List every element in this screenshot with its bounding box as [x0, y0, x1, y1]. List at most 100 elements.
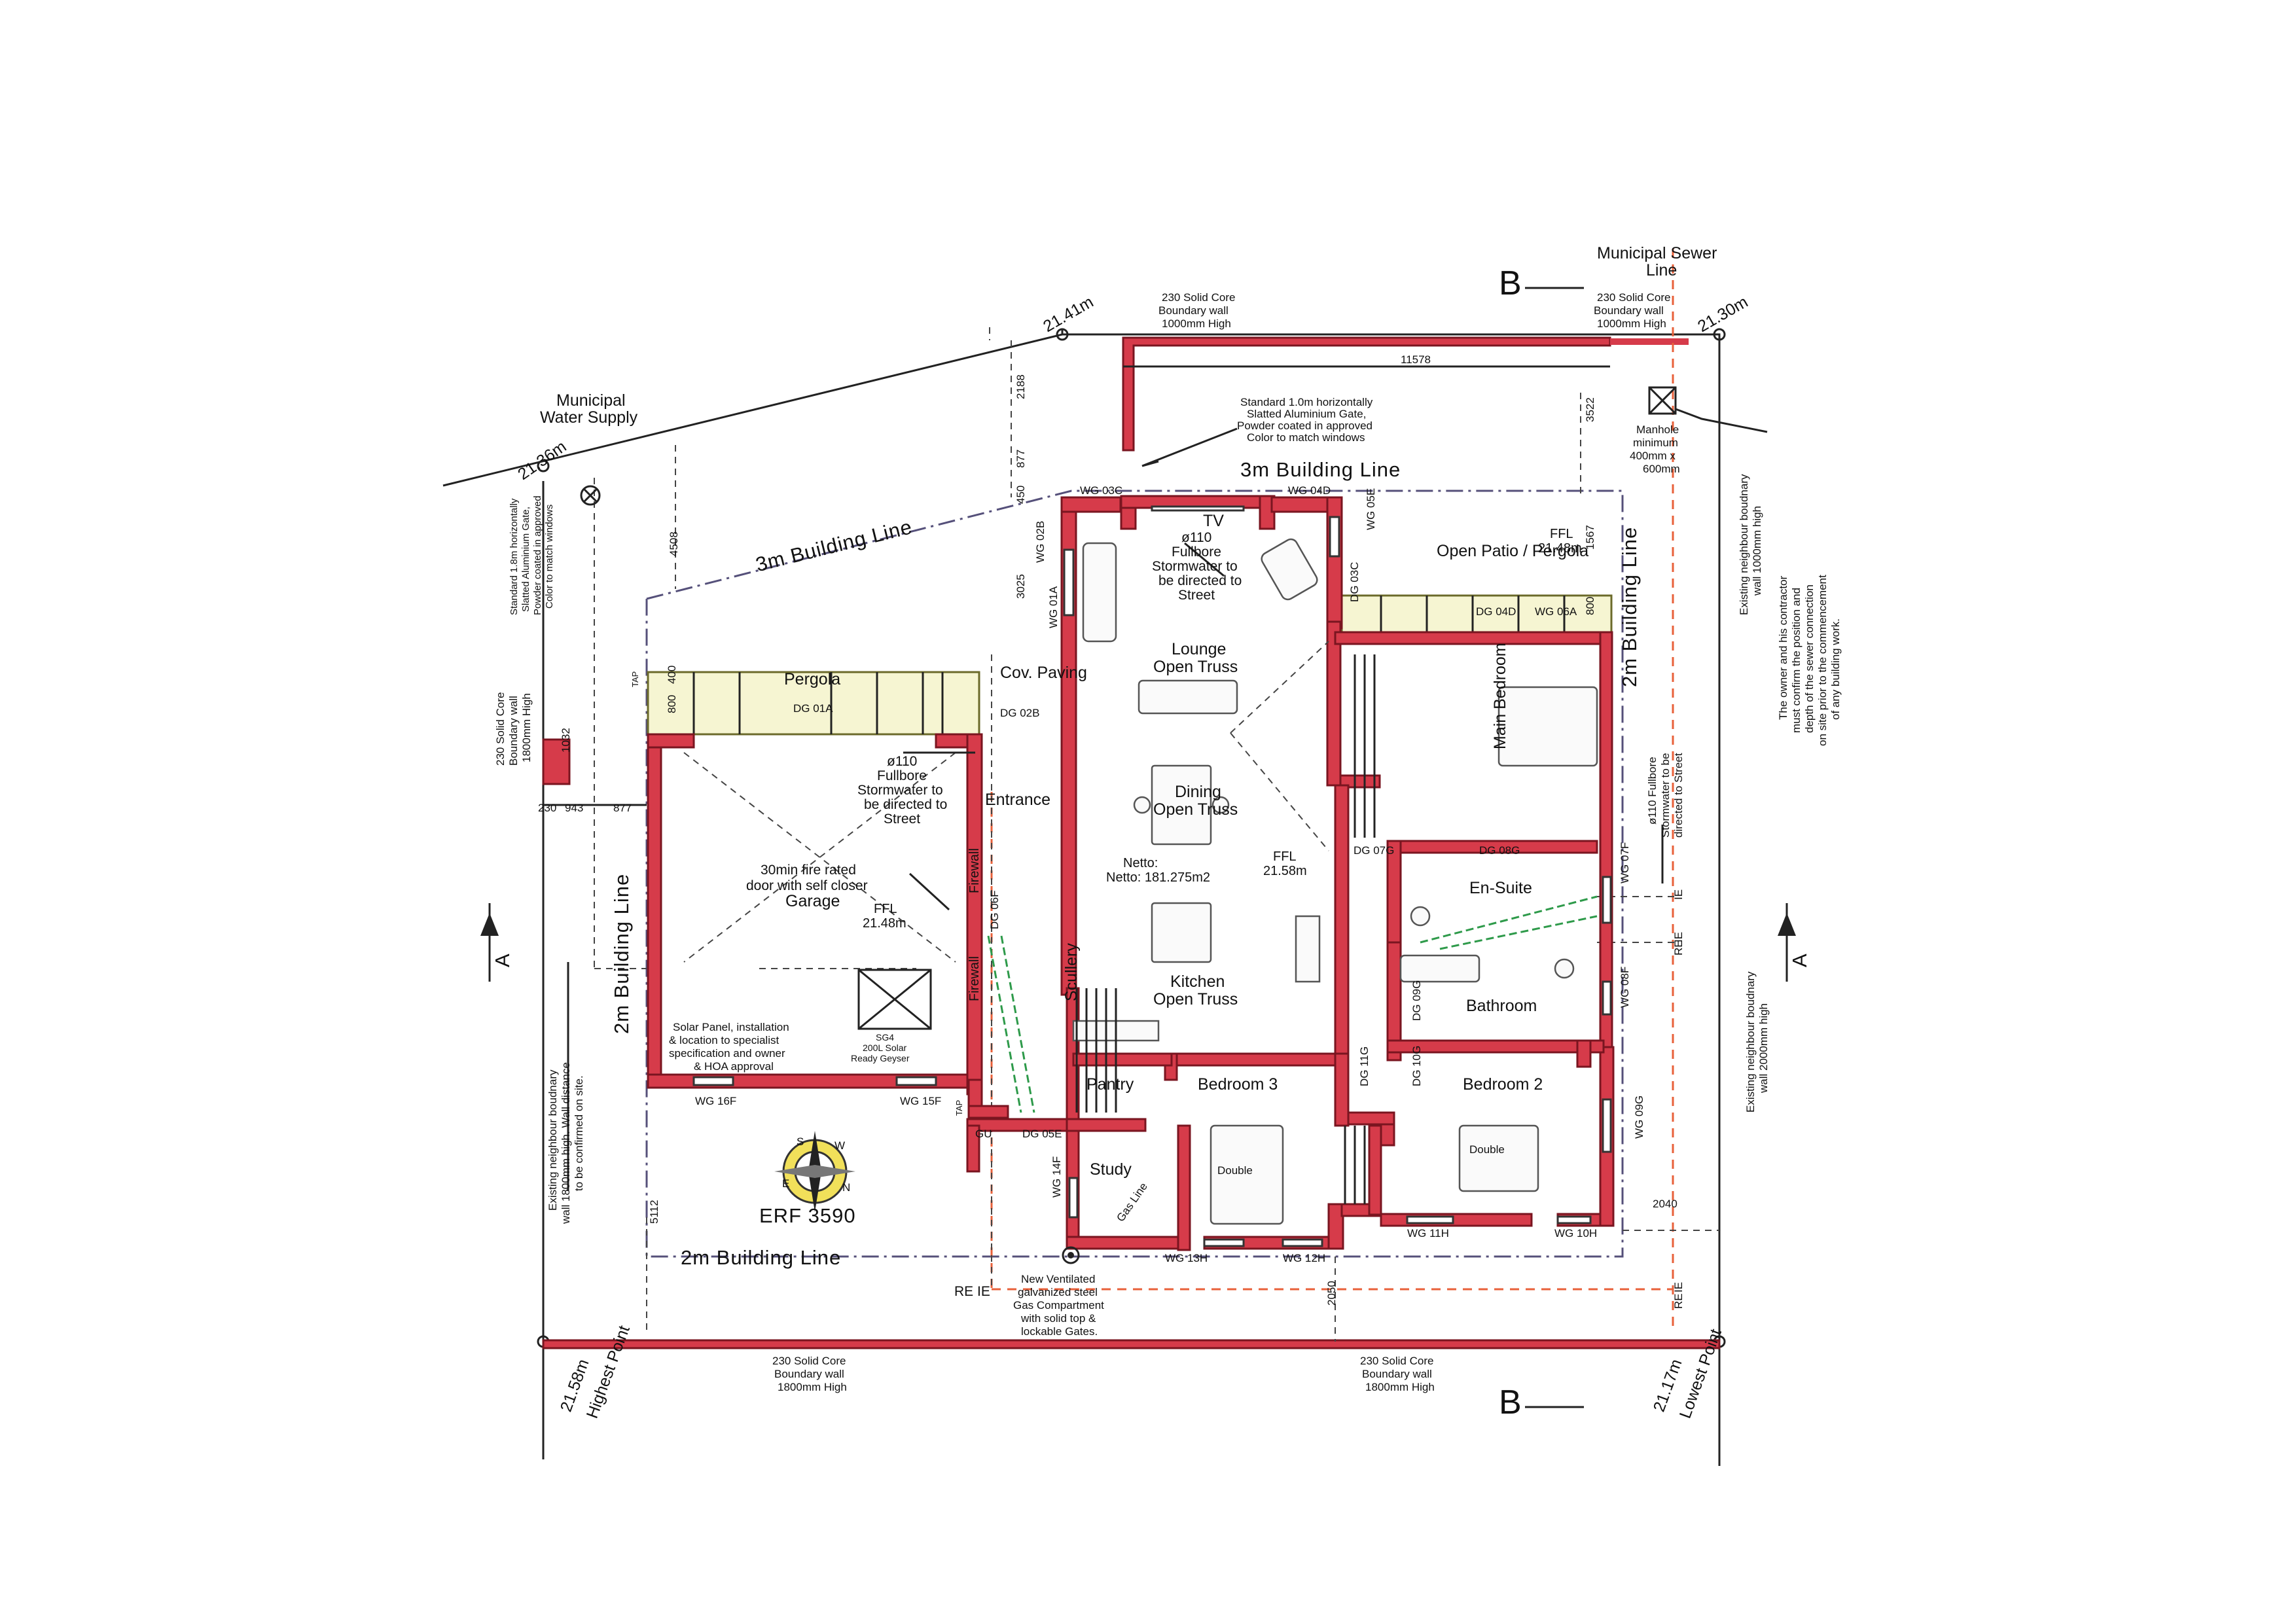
- gas-line-label: Gas Line: [1114, 1181, 1150, 1224]
- svg-text:TAP: TAP: [630, 671, 640, 687]
- svg-text:DG 11G: DG 11G: [1358, 1046, 1371, 1086]
- gate-west-note: Standard 1.8m horizontally Slatted Alumi…: [509, 493, 555, 615]
- svg-text:800: 800: [1584, 597, 1596, 615]
- svg-text:WG 05E: WG 05E: [1365, 488, 1377, 530]
- svg-text:11578: 11578: [1401, 353, 1431, 366]
- east-neighbour-north: Existing neighbour boudnary wall 1000mm …: [1738, 471, 1763, 615]
- svg-text:A: A: [491, 953, 514, 967]
- svg-text:IE: IE: [1672, 932, 1685, 942]
- svg-text:Entrance: Entrance: [985, 791, 1050, 809]
- svg-text:1032: 1032: [560, 728, 572, 753]
- svg-text:N: N: [842, 1181, 850, 1194]
- svg-text:Bedroom 2: Bedroom 2: [1463, 1075, 1543, 1094]
- windows: [692, 505, 1612, 1247]
- pergola-west: [647, 671, 980, 736]
- svg-text:WG 15F: WG 15F: [900, 1095, 941, 1107]
- svg-text:WG 11H: WG 11H: [1407, 1227, 1449, 1240]
- level-n: 21.41m: [1040, 293, 1096, 336]
- service-lines: [594, 249, 1719, 1342]
- svg-text:230: 230: [538, 802, 556, 814]
- svg-text:RE: RE: [1672, 1293, 1685, 1309]
- svg-text:Double: Double: [1217, 1164, 1253, 1177]
- manhole-marker: [1648, 386, 1677, 415]
- svg-text:Scullery: Scullery: [1062, 943, 1081, 1001]
- svg-text:3522: 3522: [1584, 397, 1596, 422]
- svg-text:IE: IE: [1672, 889, 1685, 900]
- svg-text:WG 03C: WG 03C: [1080, 484, 1122, 497]
- svg-text:Garage: Garage: [785, 892, 840, 910]
- building-lines: [645, 490, 1624, 1258]
- re-ie-label: RE IE: [954, 1284, 990, 1299]
- re-ie-markers: IE IE RE IE RE: [1672, 889, 1685, 1309]
- svg-text:S: S: [797, 1135, 804, 1148]
- section-marker-b-south: B: [1499, 1383, 1584, 1421]
- svg-text:En-Suite: En-Suite: [1469, 879, 1532, 897]
- svg-text:Study: Study: [1090, 1160, 1132, 1179]
- svg-text:2050: 2050: [1325, 1281, 1338, 1306]
- svg-text:RE: RE: [1672, 940, 1685, 955]
- svg-text:IE: IE: [1672, 1282, 1685, 1293]
- svg-text:DG 01A: DG 01A: [793, 702, 833, 715]
- svg-text:877: 877: [613, 802, 632, 814]
- building-line-north: 3m Building Line: [1240, 458, 1401, 481]
- svg-text:A: A: [1788, 953, 1811, 967]
- section-marker-a-west: A: [480, 903, 514, 982]
- svg-text:Main Bedroom: Main Bedroom: [1491, 643, 1509, 749]
- svg-text:WG 14F: WG 14F: [1050, 1156, 1063, 1198]
- svg-text:2188: 2188: [1014, 374, 1027, 399]
- svg-text:877: 877: [1014, 450, 1027, 468]
- svg-text:B: B: [1499, 264, 1522, 302]
- gas-compartment-marker: [1062, 1246, 1080, 1264]
- svg-text:GU: GU: [975, 1128, 992, 1140]
- svg-text:Netto:Netto: 181.275m2: Netto:Netto: 181.275m2: [1106, 856, 1210, 885]
- building-line-east: 2m Building Line: [1618, 527, 1641, 687]
- svg-text:Pantry: Pantry: [1086, 1075, 1134, 1094]
- svg-text:4508: 4508: [668, 531, 680, 556]
- firewall-label-upper: Firewall: [967, 848, 982, 893]
- svg-text:TV: TV: [1203, 512, 1224, 530]
- svg-text:WG 02B: WG 02B: [1034, 521, 1047, 563]
- svg-text:WG 08F: WG 08F: [1619, 967, 1631, 1008]
- erf-number: ERF 3590: [759, 1204, 856, 1227]
- solar-geyser-box: [857, 969, 932, 1030]
- garage-diagonals: [683, 752, 956, 963]
- building-line-northwest: 3m Building Line: [753, 515, 914, 576]
- building-line-south: 2m Building Line: [681, 1246, 841, 1269]
- svg-text:WG 09G: WG 09G: [1633, 1096, 1645, 1139]
- plumbing-lines: [987, 895, 1598, 1113]
- solar-panel-note: Solar Panel, installation& location to s…: [669, 1021, 789, 1073]
- svg-text:WG 01A: WG 01A: [1047, 586, 1060, 628]
- sewer-note: The owner and his contractor must confir…: [1777, 572, 1842, 746]
- svg-text:DG 02B: DG 02B: [1000, 707, 1039, 719]
- svg-text:WG 16F: WG 16F: [695, 1095, 736, 1107]
- west-wall-note: 230 Solid Core Boundary wall 1800mm High: [494, 689, 533, 766]
- svg-text:943: 943: [565, 802, 583, 814]
- svg-text:DG 04D: DG 04D: [1476, 605, 1516, 618]
- highest-point: Highest Point: [583, 1323, 634, 1421]
- stormwater-east: ø110 Fullbore Stormwater to be directed …: [1646, 750, 1685, 838]
- dimension-labels: 11578 2188 877 450 3025 4508 3522 1567 8…: [538, 353, 1677, 1306]
- svg-text:E: E: [782, 1177, 789, 1190]
- svg-text:1567: 1567: [1584, 525, 1596, 550]
- svg-text:DG 10G: DG 10G: [1410, 1046, 1423, 1086]
- svg-text:800: 800: [666, 695, 678, 713]
- svg-text:3025: 3025: [1014, 574, 1027, 599]
- west-neighbour-note: Existing neighbour boudnary wall 1800mm …: [547, 1059, 585, 1224]
- svg-text:WG 04D: WG 04D: [1288, 484, 1331, 497]
- svg-text:WG 12H: WG 12H: [1283, 1252, 1325, 1264]
- svg-text:2040: 2040: [1653, 1198, 1677, 1210]
- building-line-west: 2m Building Line: [610, 874, 633, 1034]
